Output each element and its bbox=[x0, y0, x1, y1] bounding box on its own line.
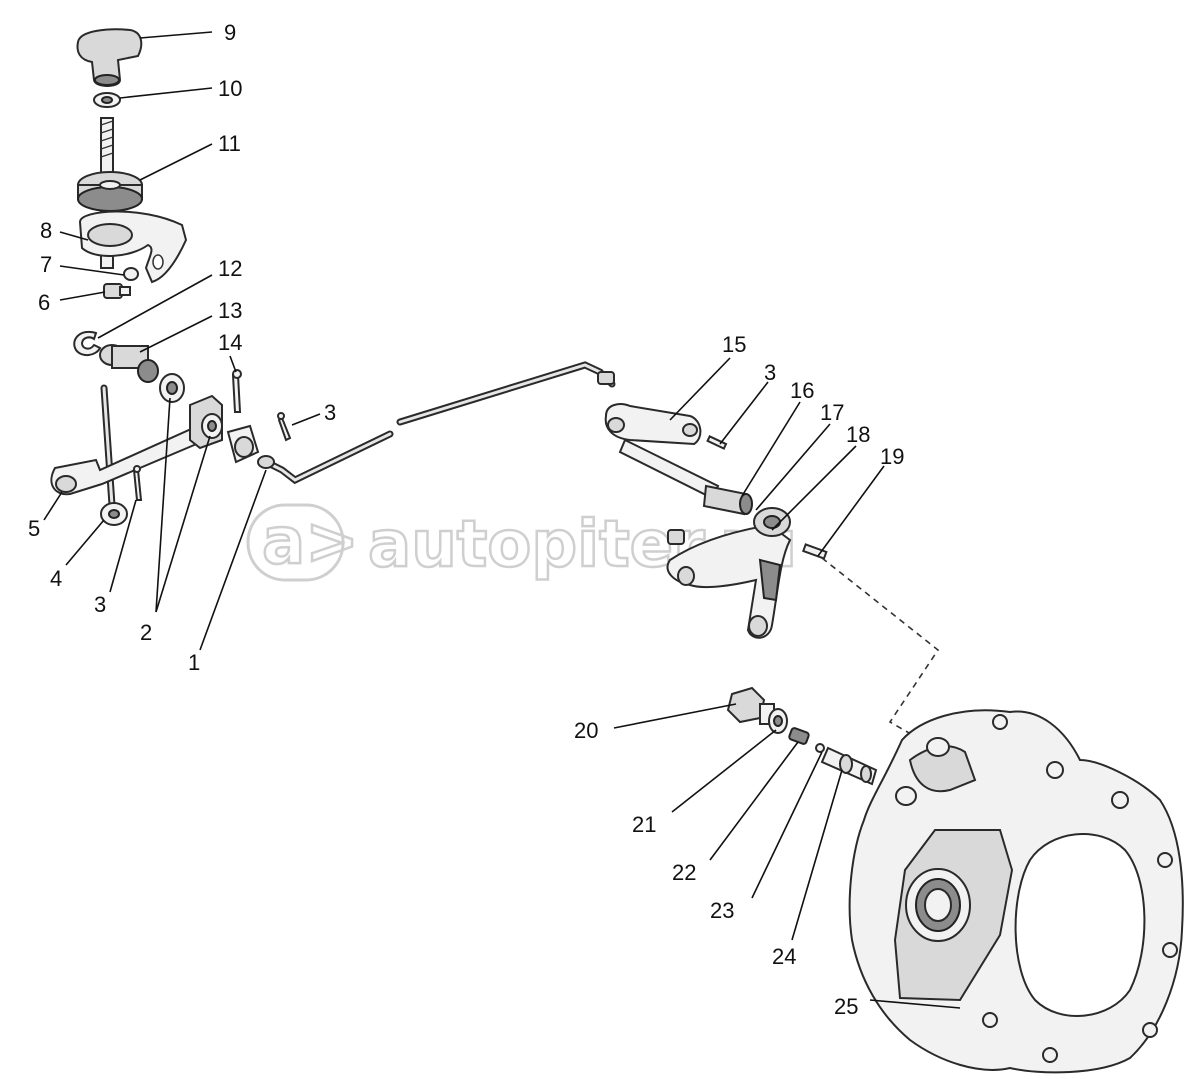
part-shift-lever bbox=[604, 403, 720, 500]
callout-25: 25 bbox=[834, 994, 858, 1019]
part-shift-fork bbox=[666, 507, 792, 639]
callout-24: 24 bbox=[772, 944, 796, 969]
callout-11: 11 bbox=[218, 131, 241, 156]
part-bracket bbox=[78, 210, 188, 284]
part-knob bbox=[76, 28, 143, 87]
callout-3c: 3 bbox=[764, 360, 776, 385]
part-plug-bolt bbox=[726, 686, 775, 725]
part-pivot-pin bbox=[99, 344, 159, 383]
part-nut bbox=[93, 92, 121, 108]
callout-12: 12 bbox=[218, 256, 242, 281]
callout-18: 18 bbox=[846, 422, 870, 447]
part-cotter-pin-14 bbox=[231, 369, 242, 413]
part-lever-arm bbox=[50, 423, 208, 496]
callout-8: 8 bbox=[40, 218, 52, 243]
callout-4: 4 bbox=[50, 566, 62, 591]
part-washer-21 bbox=[768, 708, 788, 734]
callout-23: 23 bbox=[710, 898, 734, 923]
callout-20: 20 bbox=[574, 718, 598, 743]
part-boot bbox=[77, 171, 143, 212]
part-vertical-link bbox=[100, 384, 128, 526]
callout-3a: 3 bbox=[324, 400, 336, 425]
part-sleeve bbox=[702, 484, 753, 516]
part-shift-shaft bbox=[820, 746, 878, 786]
callout-7: 7 bbox=[40, 252, 52, 277]
part-cotter-pin-3a bbox=[277, 412, 292, 442]
callout-19: 19 bbox=[880, 444, 904, 469]
callout-6: 6 bbox=[38, 290, 50, 315]
watermark-logo: a> bbox=[262, 505, 359, 579]
part-pin-19 bbox=[802, 543, 828, 560]
callout-21: 21 bbox=[632, 812, 656, 837]
part-cotter-pin-3b bbox=[132, 465, 143, 501]
callout-17: 17 bbox=[820, 400, 844, 425]
part-control-rod bbox=[257, 361, 616, 485]
part-snap-ring bbox=[73, 330, 102, 356]
part-screw-6 bbox=[103, 283, 131, 299]
part-washer-2a bbox=[159, 373, 185, 403]
callout-5: 5 bbox=[28, 516, 40, 541]
callout-13: 13 bbox=[218, 298, 242, 323]
callout-1: 1 bbox=[188, 650, 200, 675]
part-bushing bbox=[226, 424, 260, 464]
callout-14: 14 bbox=[218, 330, 242, 355]
callout-10: 10 bbox=[218, 76, 242, 101]
part-housing bbox=[848, 709, 1184, 1074]
callout-22: 22 bbox=[672, 860, 696, 885]
assembly-path-line bbox=[821, 557, 940, 746]
part-washer-7 bbox=[123, 267, 139, 281]
callout-labels: 9 10 11 8 7 12 6 13 14 3 5 4 3 2 1 15 3 … bbox=[28, 20, 904, 1019]
part-spring bbox=[788, 727, 810, 745]
callout-15: 15 bbox=[722, 332, 746, 357]
watermark-logo-frame bbox=[246, 503, 345, 582]
leader-lines bbox=[43, 31, 961, 1009]
callout-9: 9 bbox=[224, 20, 236, 45]
callout-3b: 3 bbox=[94, 592, 106, 617]
callout-2: 2 bbox=[140, 620, 152, 645]
part-ball bbox=[815, 743, 825, 753]
callout-16: 16 bbox=[790, 378, 814, 403]
part-cotter-pin-3c bbox=[706, 435, 728, 450]
part-clevis-block bbox=[189, 394, 223, 450]
